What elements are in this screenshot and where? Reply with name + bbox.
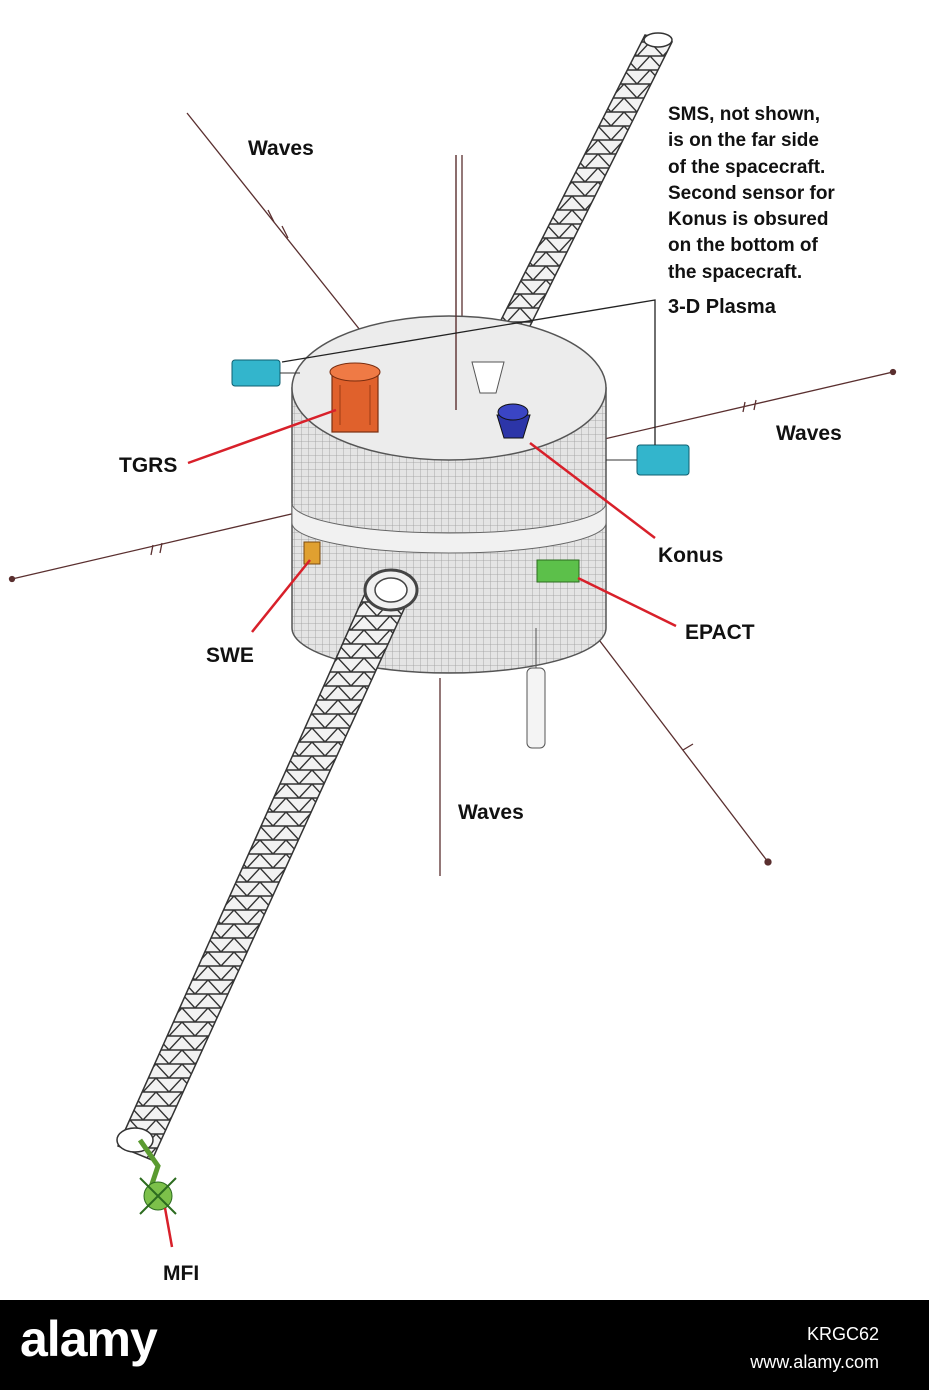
alamy-url: www.alamy.com bbox=[750, 1352, 879, 1372]
watermark-bar: alamy KRGC62 www.alamy.com bbox=[0, 1300, 929, 1390]
plasma-sensor-left bbox=[231, 359, 300, 387]
note-line: of the spacecraft. bbox=[668, 156, 826, 178]
spacecraft-illustration bbox=[8, 32, 897, 1248]
plasma-3d-label: 3-D Plasma bbox=[668, 296, 776, 318]
konus-instrument bbox=[496, 403, 531, 439]
image-code: KRGC62 bbox=[806, 1324, 879, 1344]
leader-lines bbox=[163, 408, 677, 1248]
alamy-logo: alamy bbox=[20, 1311, 158, 1367]
mfi-sensor bbox=[137, 1138, 177, 1215]
mfi-label: MFI bbox=[163, 1262, 200, 1285]
note-line: Second sensor for bbox=[668, 182, 835, 204]
sms-note: SMS, not shown, is on the far side of th… bbox=[668, 102, 908, 286]
epact-panel bbox=[536, 559, 580, 583]
note-line: Konus is obsured bbox=[668, 209, 829, 231]
note-line: SMS, not shown, bbox=[668, 104, 820, 125]
plasma-sensor-right bbox=[606, 444, 690, 476]
waves-label-top-left: Waves bbox=[248, 137, 314, 160]
konus-label: Konus bbox=[658, 544, 724, 567]
truss-boom-lower bbox=[116, 568, 419, 1161]
note-line: is on the far side bbox=[668, 130, 819, 152]
swe-sensor bbox=[303, 541, 321, 565]
tgrs-label: TGRS bbox=[119, 454, 178, 477]
waves-label-right: Waves bbox=[776, 422, 842, 445]
spacecraft-diagram: Waves Waves Waves 3-D Plasma TGRS Konus … bbox=[8, 32, 908, 1285]
truss-boom-upper bbox=[498, 32, 674, 331]
note-line: on the bottom of bbox=[668, 235, 818, 257]
swe-label: SWE bbox=[206, 644, 254, 667]
tgrs-instrument bbox=[329, 362, 381, 433]
plasma-cable bbox=[281, 299, 656, 445]
waves-label-bottom: Waves bbox=[458, 801, 524, 824]
epact-label: EPACT bbox=[685, 621, 755, 644]
note-line: the spacecraft. bbox=[668, 261, 803, 283]
wave-antennas bbox=[8, 112, 897, 876]
